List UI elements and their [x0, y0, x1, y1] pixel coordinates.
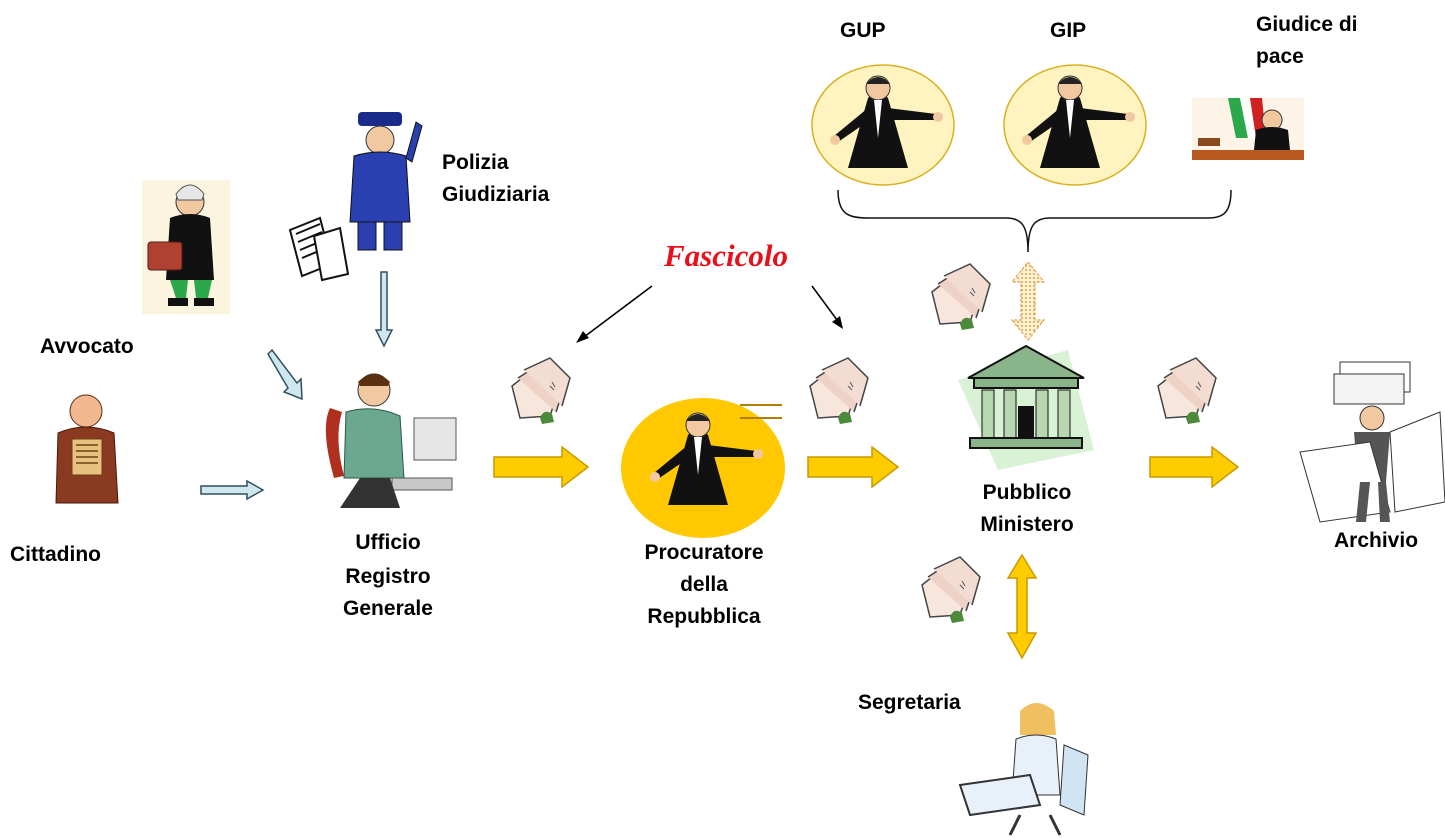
label-avvocato: Avvocato: [40, 335, 134, 358]
arrow-ufficio-to-procuratore: [493, 445, 590, 489]
label-polizia-line2: Giudiziaria: [442, 183, 550, 206]
arrow-cittadino-to-ufficio: [200, 479, 265, 501]
label-ufficio-line1: Ufficio: [355, 531, 421, 554]
arrow-polizia-to-ufficio: [374, 271, 394, 348]
justice-of-peace-icon: [1192, 98, 1304, 160]
citizen-icon: [55, 394, 119, 504]
lawyer-icon: [142, 180, 230, 314]
label-procuratore-line3: Repubblica: [647, 605, 761, 628]
case-file-folder-icon: [1157, 357, 1217, 425]
label-giudice-line2: pace: [1256, 45, 1304, 68]
fascicolo-pointer-left: [576, 285, 653, 343]
label-ufficio-line3: Generale: [343, 597, 433, 620]
archive-icon: [1299, 361, 1445, 523]
prosecutor-icon: [621, 398, 785, 538]
arrow-pm-to-archivio: [1149, 445, 1240, 489]
label-procuratore-line1: Procuratore: [644, 541, 764, 564]
police-officer-icon: [349, 112, 423, 251]
arrow-pm-judges-bidirectional: [1010, 261, 1046, 341]
arrow-avvocato-to-ufficio: [267, 348, 303, 401]
judges-brace: [837, 189, 1232, 253]
case-file-folder-icon: [921, 556, 981, 624]
case-file-folder-icon: [511, 357, 571, 425]
label-pm-line1: Pubblico: [982, 481, 1072, 504]
label-gip: GIP: [1050, 19, 1087, 42]
label-gup: GUP: [840, 19, 886, 42]
documents-icon: [288, 216, 350, 282]
label-pm-line2: Ministero: [980, 513, 1074, 536]
label-cittadino: Cittadino: [10, 543, 101, 566]
label-ufficio-line2: Registro: [345, 565, 431, 588]
clerk-at-computer-icon: [325, 373, 457, 508]
case-file-folder-icon: [809, 357, 869, 425]
arrow-procuratore-to-pm: [807, 445, 900, 489]
case-file-folder-icon: [931, 263, 991, 331]
courthouse-icon: [958, 344, 1094, 470]
arrow-pm-segretaria-bidirectional: [1006, 553, 1038, 660]
label-polizia-line1: Polizia: [442, 151, 509, 174]
label-fascicolo: Fascicolo: [664, 238, 788, 273]
label-segretaria: Segretaria: [858, 691, 961, 714]
judge-icon: [811, 64, 955, 186]
label-giudice-line1: Giudice di: [1256, 13, 1358, 36]
fascicolo-pointer-right: [811, 285, 843, 329]
label-archivio: Archivio: [1334, 529, 1419, 552]
label-procuratore-line2: della: [680, 573, 728, 596]
secretary-icon: [958, 703, 1089, 836]
judge-icon: [1003, 64, 1147, 186]
